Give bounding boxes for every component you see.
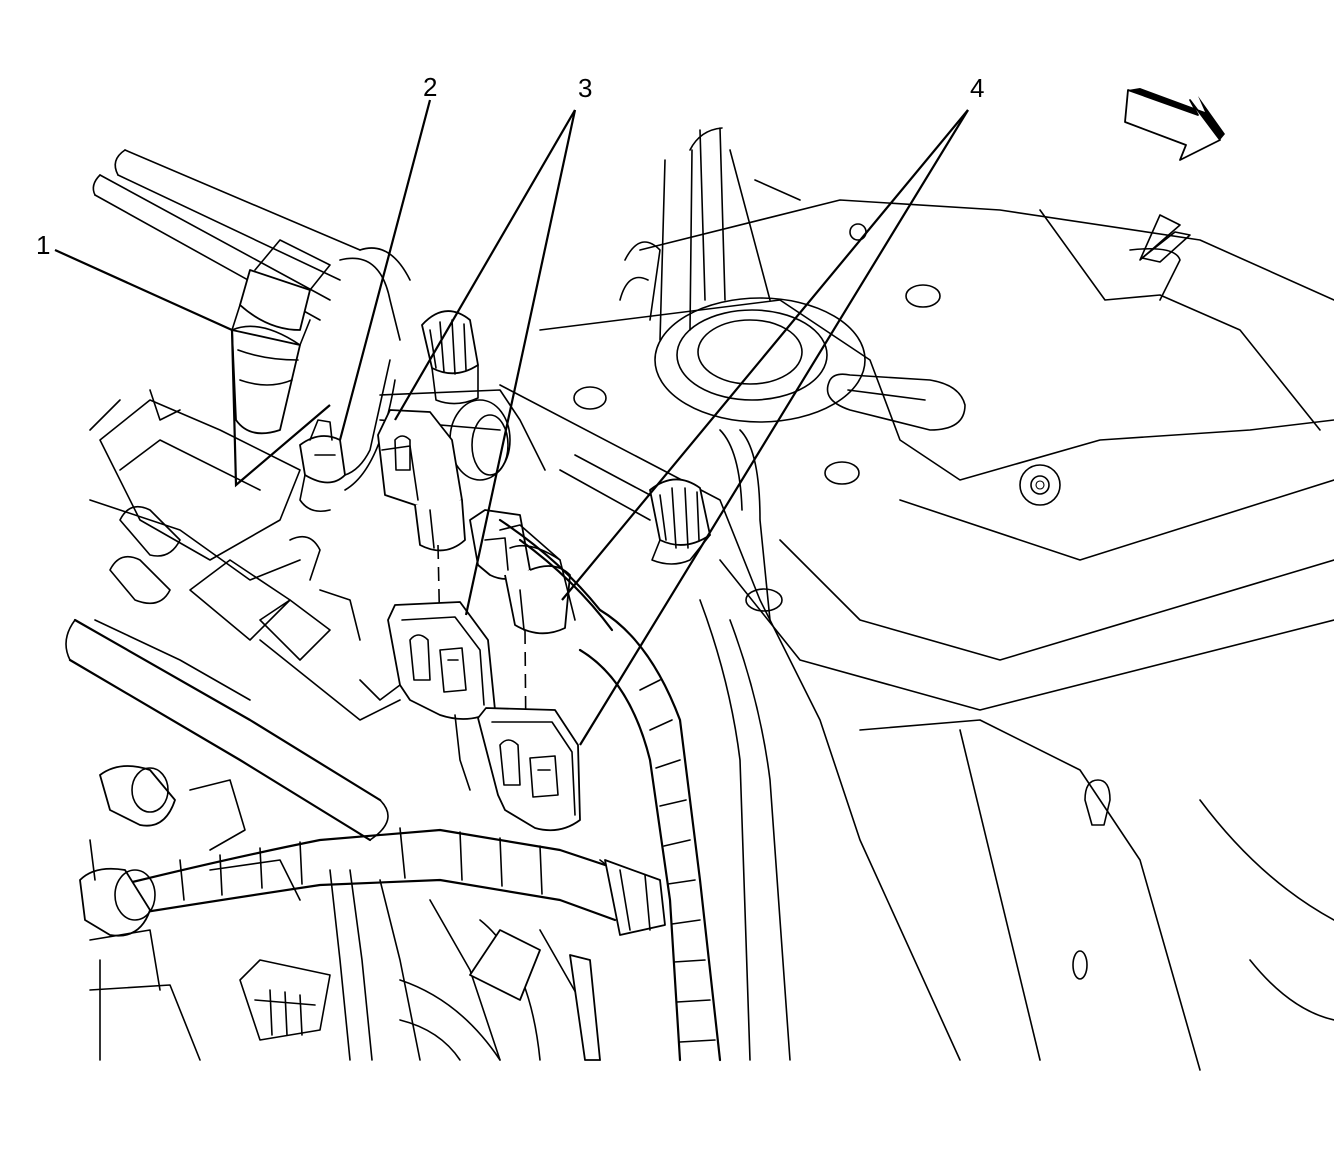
lower-left-hoses [65,618,601,1061]
body-panel [499,199,1334,1071]
injector-cluster [89,389,401,721]
upper-harness [619,127,801,341]
callout-3: 3 [578,73,592,103]
connector-lower-pair [359,601,581,832]
leader-lines [54,99,969,746]
main-harness [93,429,791,1062]
sensor-1 [231,239,331,435]
view-direction-arrow-icon [1124,88,1225,161]
callout-2: 2 [423,72,437,102]
callout-4: 4 [970,73,984,103]
connector-upper-pair [377,409,576,635]
callout-1: 1 [36,230,50,260]
callouts: 1 2 3 4 [36,72,984,260]
connector-2 [299,359,396,513]
upper-left-tubes [92,149,411,341]
